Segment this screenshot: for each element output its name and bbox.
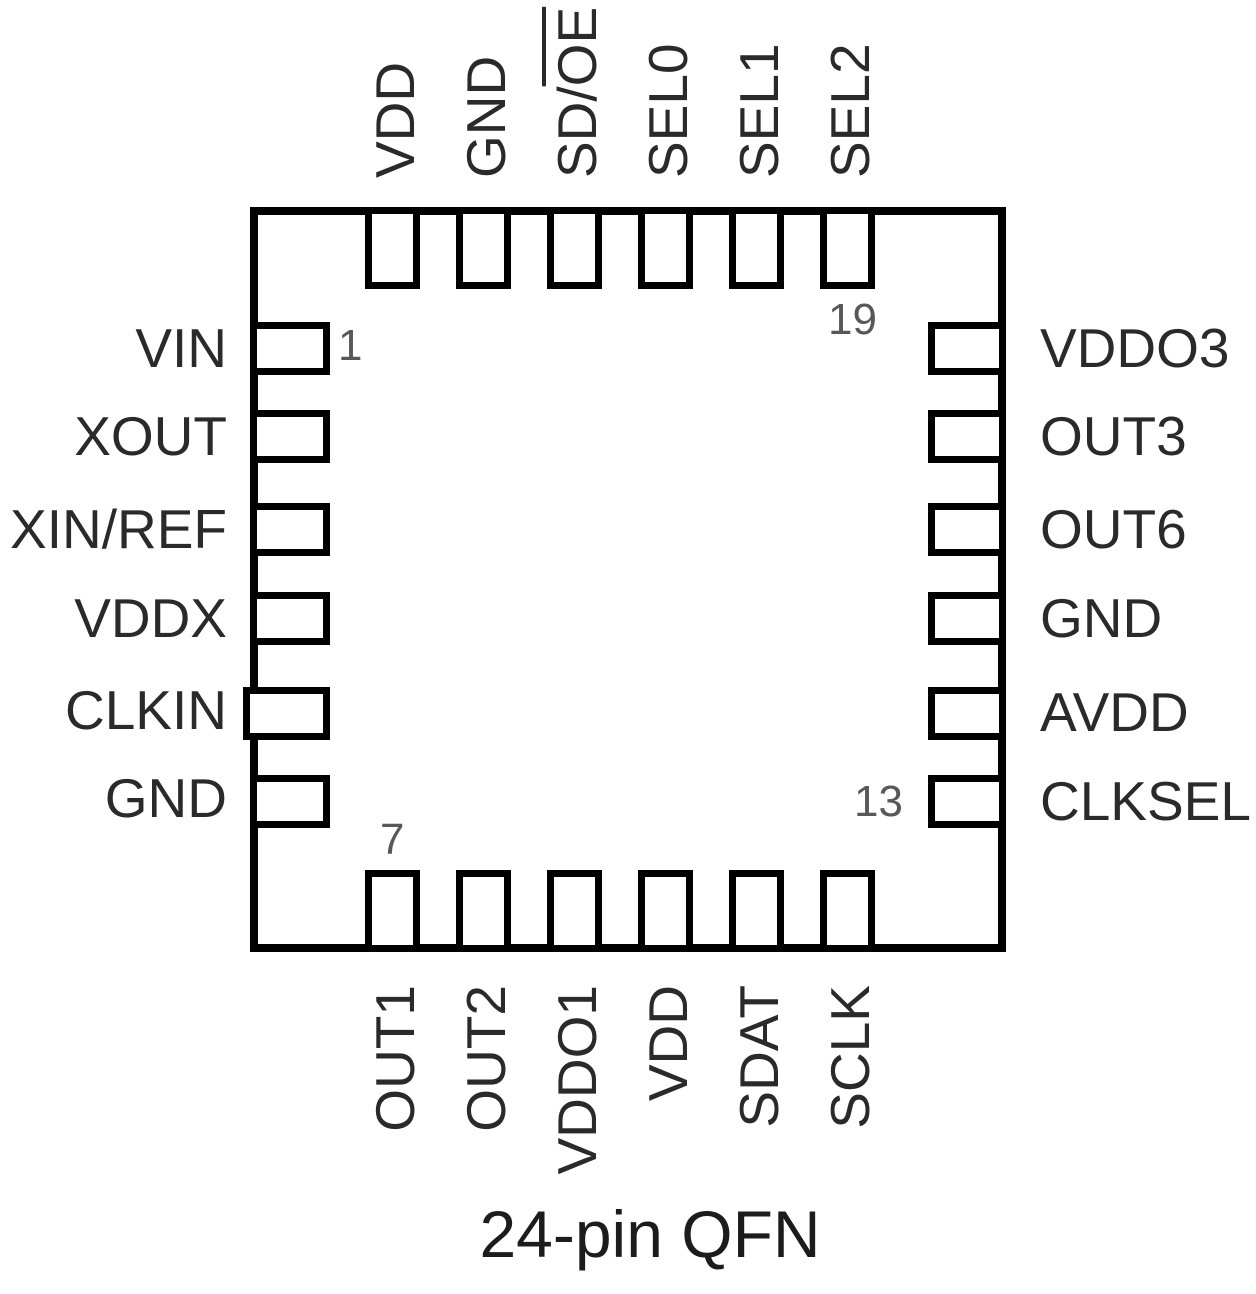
- pin-pad-left-xout: [250, 410, 330, 463]
- pin-number-1: 1: [338, 321, 363, 370]
- pin-pad-top-vdd: [365, 207, 420, 289]
- pin-pad-top-sel2: [820, 207, 875, 289]
- pin-label-sdat: SDAT: [728, 985, 790, 1128]
- pin-pad-bottom-out1: [365, 870, 420, 952]
- pin-label-vddo3: VDDO3: [1040, 317, 1230, 379]
- pin-pad-right-clksel: [928, 775, 1006, 828]
- pin-label-avdd: AVDD: [1040, 681, 1189, 743]
- pin-number-7: 7: [380, 815, 405, 864]
- pin-pad-left-gnd: [250, 775, 330, 828]
- pin-label-clksel: CLKSEL: [1040, 770, 1251, 832]
- pin-number-19: 19: [828, 295, 877, 344]
- pin-pad-right-out6: [928, 503, 1006, 556]
- pin-label-gnd-top: GND: [455, 55, 517, 178]
- pin-label-vddx: VDDX: [74, 587, 227, 649]
- pin-pad-bottom-sdat: [729, 870, 784, 952]
- pin-label-sclk: SCLK: [819, 985, 881, 1129]
- pin-pad-bottom-sclk: [820, 870, 875, 952]
- pin-pad-left-vin: [250, 322, 330, 375]
- pin-pad-top-sel1: [729, 207, 784, 289]
- pin-label-out3: OUT3: [1040, 405, 1187, 467]
- pin-label-sd-oe: SD/OE: [546, 6, 608, 178]
- pin-label-sel1: SEL1: [728, 43, 790, 178]
- pin-label-vin: VIN: [135, 317, 227, 379]
- pin-label-xinref: XIN/REF: [10, 498, 227, 560]
- pin-pad-top-sel0: [638, 207, 693, 289]
- oe-overline: OE: [546, 6, 608, 87]
- pin-label-out2: OUT2: [455, 985, 517, 1132]
- pin-pad-top-sdoe: [547, 207, 602, 289]
- pin-pad-right-avdd: [928, 687, 1006, 740]
- pin-pad-right-gnd: [928, 592, 1006, 645]
- pin-pad-left-clkin: [243, 687, 330, 740]
- pin-pad-right-vddo3: [928, 322, 1006, 375]
- pin-number-13: 13: [854, 777, 903, 826]
- pin-pad-right-out3: [928, 410, 1006, 463]
- pin-label-sel2: SEL2: [819, 43, 881, 178]
- pin-label-sel0: SEL0: [637, 43, 699, 178]
- pin-label-out1: OUT1: [364, 985, 426, 1132]
- pin-label-clkin: CLKIN: [65, 679, 227, 741]
- pin-label-gnd-left: GND: [104, 767, 227, 829]
- pin-pad-bottom-vddo1: [547, 870, 602, 952]
- pin-pad-top-gnd: [456, 207, 511, 289]
- pin-pad-bottom-out2: [456, 870, 511, 952]
- package-caption: 24-pin QFN: [479, 1197, 821, 1271]
- pin-pad-left-vddx: [250, 592, 330, 645]
- pin-label-gnd-right: GND: [1040, 587, 1163, 649]
- pin-pad-left-xinref: [250, 503, 330, 556]
- pin-label-xout: XOUT: [74, 405, 227, 467]
- pin-label-vdd-top: VDD: [364, 61, 426, 178]
- pin-label-out6: OUT6: [1040, 498, 1187, 560]
- chip-body-outline: [250, 207, 1006, 952]
- pin-label-vddo1: VDDO1: [546, 985, 608, 1175]
- pin-pad-bottom-vdd: [638, 870, 693, 952]
- pin-label-vdd-bottom: VDD: [637, 985, 699, 1102]
